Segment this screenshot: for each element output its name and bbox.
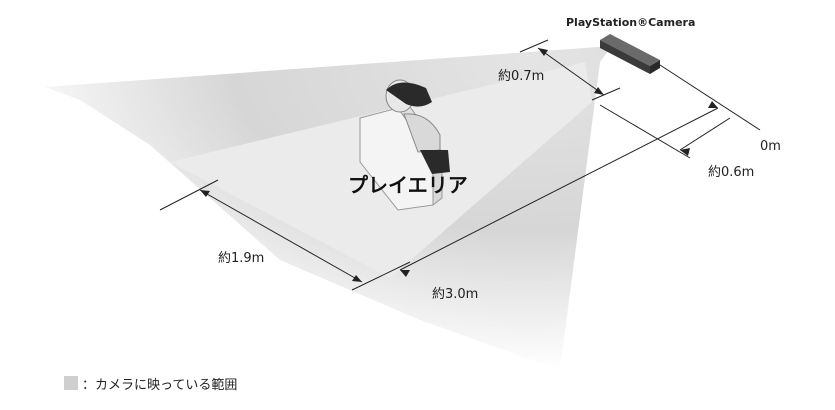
camera-label: PlayStation®Camera — [566, 16, 695, 29]
legend: ：カメラに映っている範囲 — [64, 374, 238, 393]
playstation-camera — [600, 34, 660, 74]
origin-label: 0m — [760, 139, 781, 154]
front-depth-label: 約0.7m — [498, 69, 544, 84]
dimension-lines — [159, 39, 761, 291]
offset-label: 約0.6m — [708, 165, 754, 180]
person-with-vr-headset — [385, 79, 450, 174]
legend-swatch — [64, 376, 78, 390]
width-label: 約1.9m — [218, 251, 264, 266]
depth-label: 約3.0m — [432, 287, 478, 302]
legend-text: ：カメラに映っている範囲 — [82, 377, 238, 393]
play-area-label: プレイエリア — [348, 173, 468, 197]
dimension-arrowheads — [200, 48, 718, 282]
